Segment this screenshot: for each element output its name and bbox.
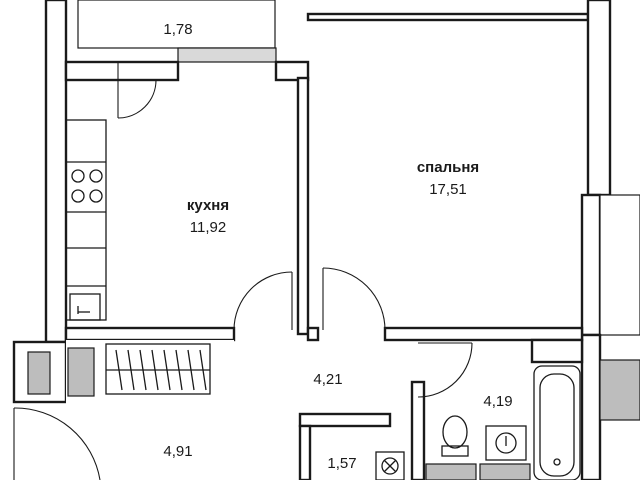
wardrobe-top-wall (298, 412, 392, 428)
cabinet-left (27, 351, 51, 395)
storage-cabinets (27, 343, 211, 397)
shoe-rack (105, 343, 211, 395)
hall-area-label: 4,91 (163, 443, 192, 460)
balcony-outline (77, 0, 276, 49)
cabinet-mid (67, 347, 95, 397)
bathtub-icon (533, 365, 581, 480)
stove-icon (71, 169, 103, 203)
bathroom-area-label: 4,19 (483, 393, 512, 410)
washbasin-icon (485, 425, 527, 461)
bathroom-door (417, 342, 473, 398)
right-window-bay (599, 194, 640, 336)
balcony-area-label: 1,78 (163, 21, 192, 38)
left-exterior-wall (44, 0, 68, 344)
kitchen-bottom-wall (64, 326, 236, 342)
corridor-area-label: 4,21 (313, 371, 342, 388)
right-exterior-wall-lower (580, 333, 602, 480)
bedroom-bottom-wall-right (383, 326, 584, 342)
bathroom-cabinets (425, 463, 531, 480)
kitchen-top-wall-right (274, 60, 310, 82)
bedroom-top-wall (306, 12, 590, 22)
kitchen-counter (65, 119, 107, 321)
bedroom-area-label: 17,51 (429, 181, 467, 198)
vent-shaft-icon (375, 451, 405, 480)
bathroom-left-wall (410, 380, 426, 480)
kitchen-door (233, 271, 293, 331)
kitchen-top-wall-left (64, 60, 180, 82)
right-exterior-wall-mid (580, 193, 602, 337)
balcony-door (117, 62, 157, 119)
right-window-sill (599, 359, 640, 421)
bedroom-name-label: спальня (417, 159, 479, 176)
kitchen-name-label: кухня (187, 197, 229, 214)
right-exterior-wall-upper (586, 0, 612, 197)
kitchen-bedroom-partition (296, 76, 310, 336)
bathroom-right-wall (530, 338, 584, 364)
bedroom-door (322, 267, 386, 331)
wardrobe-area-label: 1,57 (327, 455, 356, 472)
balcony-sill (177, 47, 277, 63)
toilet-icon (441, 415, 469, 457)
kitchen-area-label: 11,92 (190, 219, 226, 236)
room-labels: 1,78 кухня 11,92 спальня 17,51 4,21 4,19… (163, 21, 512, 472)
walls (12, 0, 640, 480)
kitchen-counter-outline (65, 119, 107, 321)
bedroom-bottom-wall-left (306, 326, 320, 342)
sink-icon (69, 293, 101, 321)
wardrobe-left-wall (298, 424, 312, 480)
entrance-door (13, 407, 101, 480)
